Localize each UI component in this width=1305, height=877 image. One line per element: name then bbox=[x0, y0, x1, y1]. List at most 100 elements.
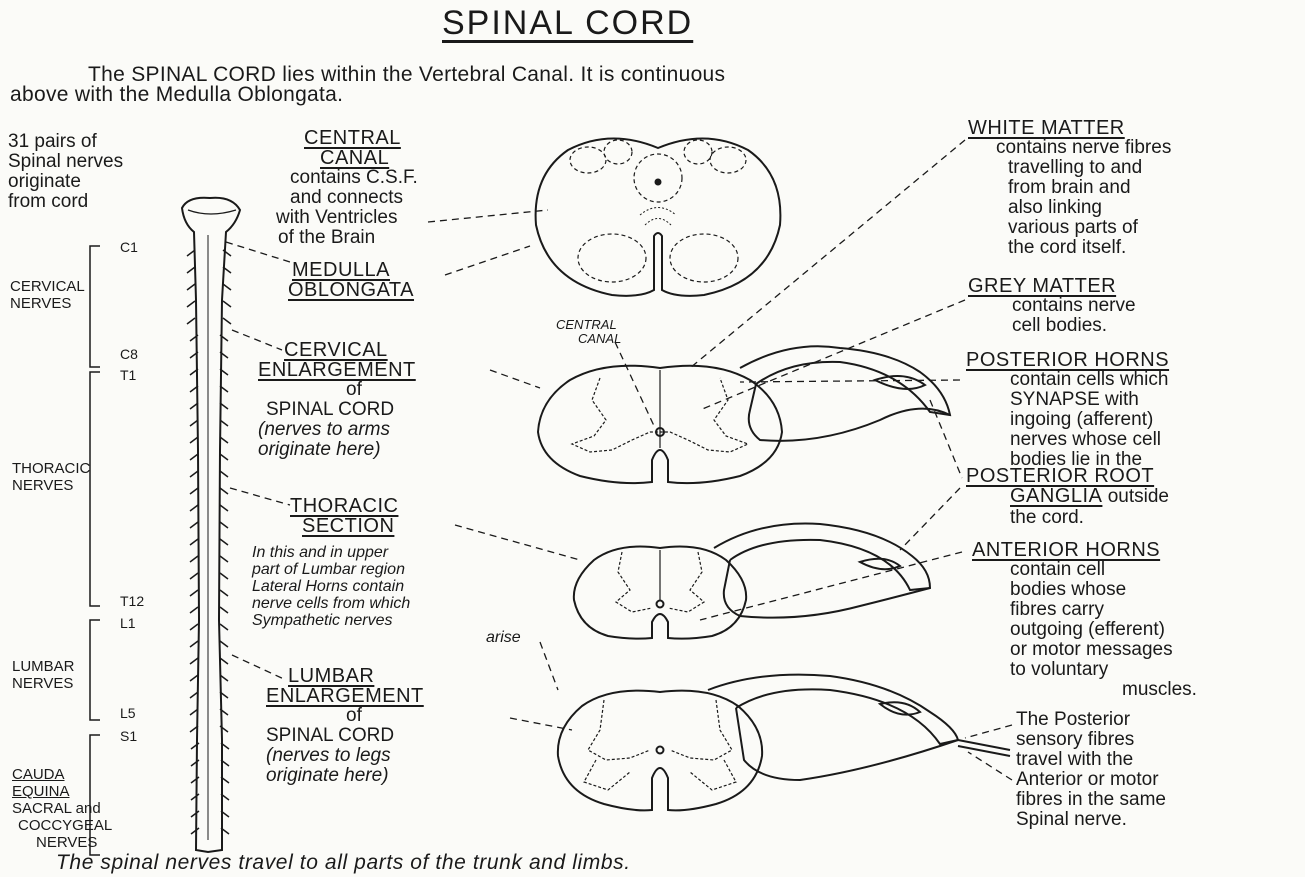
lumbar-nerves-line: NERVES bbox=[12, 675, 75, 692]
central-canal-small-line: CENTRAL bbox=[556, 318, 621, 332]
cervical-nerves-line: CERVICAL bbox=[10, 278, 85, 295]
posterior-root-label: POSTERIOR ROOT GANGLIA outside the cord. bbox=[966, 466, 1169, 528]
medulla-heading: OBLONGATA bbox=[288, 280, 414, 300]
posterior-root-heading: GANGLIA bbox=[1010, 485, 1102, 507]
nerve-root-tick bbox=[220, 522, 228, 528]
white-matter-line: travelling to and bbox=[968, 158, 1171, 178]
nerve-root-tick bbox=[190, 539, 198, 545]
anterior-horns-line: to voluntary bbox=[972, 660, 1197, 680]
nerve-root-tick bbox=[190, 488, 198, 494]
white-matter-line: also linking bbox=[968, 198, 1171, 218]
white-matter-heading: WHITE MATTER bbox=[968, 118, 1171, 138]
cervical-enlargement-heading: ENLARGEMENT bbox=[258, 360, 416, 380]
nerve-root-tick bbox=[191, 828, 199, 834]
medulla-heading: MEDULLA bbox=[288, 260, 414, 280]
cauda-equina-line: NERVES bbox=[12, 834, 112, 851]
nerve-root-tick bbox=[191, 794, 199, 800]
segment-s1: S1 bbox=[120, 729, 137, 743]
nerve-root-tick bbox=[223, 284, 231, 290]
central-canal-line: of the Brain bbox=[278, 228, 418, 248]
central-canal-line: and connects bbox=[290, 188, 418, 208]
anterior-horns-line: fibres carry bbox=[972, 600, 1197, 620]
grey-matter-line: cell bodies. bbox=[968, 316, 1136, 336]
thoracic-note-line: arise bbox=[252, 629, 521, 646]
posterior-sensory-line: Anterior or motor bbox=[1016, 770, 1166, 790]
nerve-root-tick bbox=[220, 437, 228, 443]
lumbar-enlargement-line: SPINAL CORD bbox=[266, 726, 424, 746]
anterior-horns-line: bodies whose bbox=[972, 580, 1197, 600]
nerve-root-tick bbox=[187, 284, 195, 290]
spinal-cord-column bbox=[182, 198, 240, 852]
posterior-root-line: outside bbox=[1102, 486, 1169, 507]
lumbar-nerves-line: LUMBAR bbox=[12, 658, 75, 675]
central-canal-label: CENTRAL CANAL contains C.S.F. and connec… bbox=[290, 128, 418, 248]
segment-l5: L5 bbox=[120, 706, 136, 720]
nerve-root-tick bbox=[220, 658, 228, 664]
nerve-root-tick bbox=[190, 556, 198, 562]
posterior-horns-heading: POSTERIOR HORNS bbox=[966, 350, 1169, 370]
posterior-sensory-line: fibres in the same bbox=[1016, 790, 1166, 810]
central-canal-line: with Ventricles bbox=[276, 208, 418, 228]
thoracic-nerves-line: NERVES bbox=[12, 477, 90, 494]
grey-matter-line: contains nerve bbox=[968, 296, 1136, 316]
anterior-horns-label: ANTERIOR HORNS contain cell bodies whose… bbox=[972, 540, 1197, 700]
cervical-nerves-label: CERVICAL NERVES bbox=[10, 278, 85, 312]
cauda-equina-label: CAUDA EQUINA SACRAL and COCCYGEAL NERVES bbox=[12, 766, 112, 851]
thoracic-note-line: nerve cells from which bbox=[252, 595, 521, 612]
nerve-root-tick bbox=[190, 590, 198, 596]
central-canal-heading: CANAL bbox=[290, 148, 418, 168]
medulla-label: MEDULLA OBLONGATA bbox=[288, 260, 414, 300]
cervical-enlargement-note: originate here) bbox=[258, 440, 416, 460]
intro-line-2: above with the Medulla Oblongata. bbox=[10, 84, 343, 105]
nerve-root-tick bbox=[220, 573, 228, 579]
cauda-equina-line: CAUDA bbox=[12, 766, 112, 783]
nerve-root-tick bbox=[187, 318, 195, 324]
white-matter-line: the cord itself. bbox=[968, 238, 1171, 258]
grey-matter-label: GREY MATTER contains nerve cell bodies. bbox=[968, 276, 1136, 336]
cervical-enlargement-line: SPINAL CORD bbox=[258, 400, 416, 420]
nerve-root-tick bbox=[190, 437, 198, 443]
white-matter-line: contains nerve fibres bbox=[968, 138, 1171, 158]
central-canal-small-label: CENTRAL CANAL bbox=[556, 318, 621, 346]
thoracic-section-note: In this and in upper part of Lumbar regi… bbox=[252, 544, 521, 646]
anterior-horns-line: or motor messages bbox=[972, 640, 1197, 660]
posterior-horns-line: nerves whose cell bbox=[966, 430, 1169, 450]
nerve-root-tick bbox=[220, 556, 228, 562]
posterior-sensory-line: travel with the bbox=[1016, 750, 1166, 770]
nerve-root-tick bbox=[220, 590, 228, 596]
nerve-pairs-line: 31 pairs of bbox=[8, 132, 123, 152]
lumbar-nerves-label: LUMBAR NERVES bbox=[12, 658, 75, 692]
nerve-root-tick bbox=[187, 301, 195, 307]
segment-t12: T12 bbox=[120, 594, 144, 608]
nerve-root-tick bbox=[190, 454, 198, 460]
nerve-root-tick bbox=[220, 624, 228, 630]
segment-t1: T1 bbox=[120, 368, 136, 382]
nerve-root-tick bbox=[190, 505, 198, 511]
cauda-equina-line: COCCYGEAL bbox=[12, 817, 112, 834]
nerve-root-tick bbox=[223, 318, 231, 324]
posterior-sensory-line: sensory fibres bbox=[1016, 730, 1166, 750]
nerve-pairs-note: 31 pairs of Spinal nerves originate from… bbox=[8, 132, 123, 212]
white-matter-line: from brain and bbox=[968, 178, 1171, 198]
nerve-root-tick bbox=[220, 607, 228, 613]
central-canal-small-line: CANAL bbox=[556, 332, 621, 346]
posterior-sensory-line: Spinal nerve. bbox=[1016, 810, 1166, 830]
anterior-horns-heading: ANTERIOR HORNS bbox=[972, 540, 1197, 560]
medulla-section bbox=[536, 138, 781, 295]
thoracic-note-line: part of Lumbar region bbox=[252, 561, 521, 578]
anterior-horns-line: muscles. bbox=[972, 680, 1197, 700]
lumbar-enlargement-heading: LUMBAR bbox=[266, 666, 424, 686]
segment-l1: L1 bbox=[120, 616, 136, 630]
posterior-root-line: the cord. bbox=[966, 508, 1169, 528]
central-canal-line: contains C.S.F. bbox=[290, 168, 418, 188]
cervical-enlargement-note: (nerves to arms bbox=[258, 420, 416, 440]
intro-line-1: The SPINAL CORD lies within the Vertebra… bbox=[88, 64, 725, 85]
nerve-root-tick bbox=[190, 658, 198, 664]
white-matter-label: WHITE MATTER contains nerve fibres trave… bbox=[968, 118, 1171, 258]
nerve-root-tick bbox=[187, 267, 195, 273]
nerve-root-tick bbox=[191, 777, 199, 783]
thoracic-note-line: Sympathetic nerves bbox=[252, 612, 521, 629]
footer-caption: The spinal nerves travel to all parts of… bbox=[56, 852, 631, 873]
cauda-equina-line: SACRAL and bbox=[12, 800, 112, 817]
